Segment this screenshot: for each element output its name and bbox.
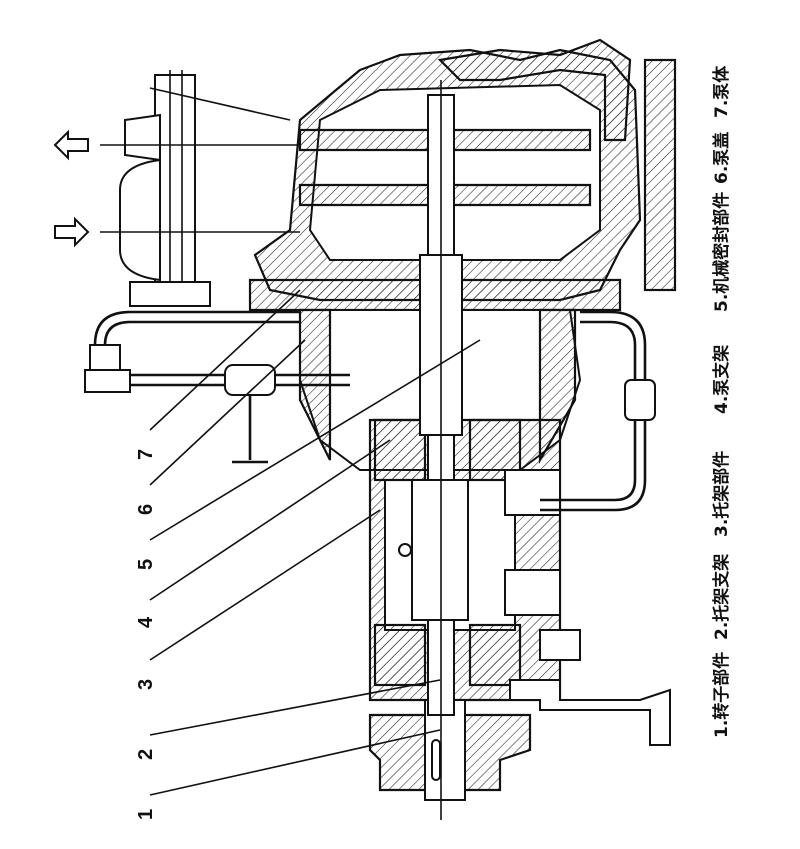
flanges	[53, 70, 300, 307]
legend-item-3: 3.托架部件	[711, 451, 732, 537]
shaft	[411, 80, 469, 820]
callout-4: 4	[135, 616, 157, 628]
callout-3: 3	[135, 679, 157, 690]
pump-body	[253, 38, 677, 302]
callout-6: 6	[135, 504, 157, 515]
legend-item-6: 6.泵盖	[711, 132, 732, 184]
leader-lines	[149, 289, 481, 796]
callout-2: 2	[135, 749, 157, 760]
inlet-arrow-icon	[54, 216, 90, 248]
outlet-arrow-icon	[53, 129, 89, 161]
callout-numbers: 7 6 5 4 3 2 1	[135, 449, 157, 820]
callout-5: 5	[135, 559, 157, 570]
legend: 1.转子部件 2.托架支架 3.托架部件 4.泵支架 5.机械密封部件 6.泵盖…	[711, 65, 732, 738]
legend-item-7: 7.泵体	[711, 65, 732, 118]
coupling	[368, 699, 532, 801]
callout-7: 7	[135, 449, 157, 460]
legend-item-2: 2.托架支架	[711, 554, 732, 640]
legend-item-5: 5.机械密封部件	[711, 192, 732, 312]
legend-item-4: 4.泵支架	[711, 345, 732, 414]
piping	[84, 310, 656, 512]
callout-1: 1	[135, 809, 157, 820]
legend-item-1: 1.转子部件	[711, 652, 732, 738]
